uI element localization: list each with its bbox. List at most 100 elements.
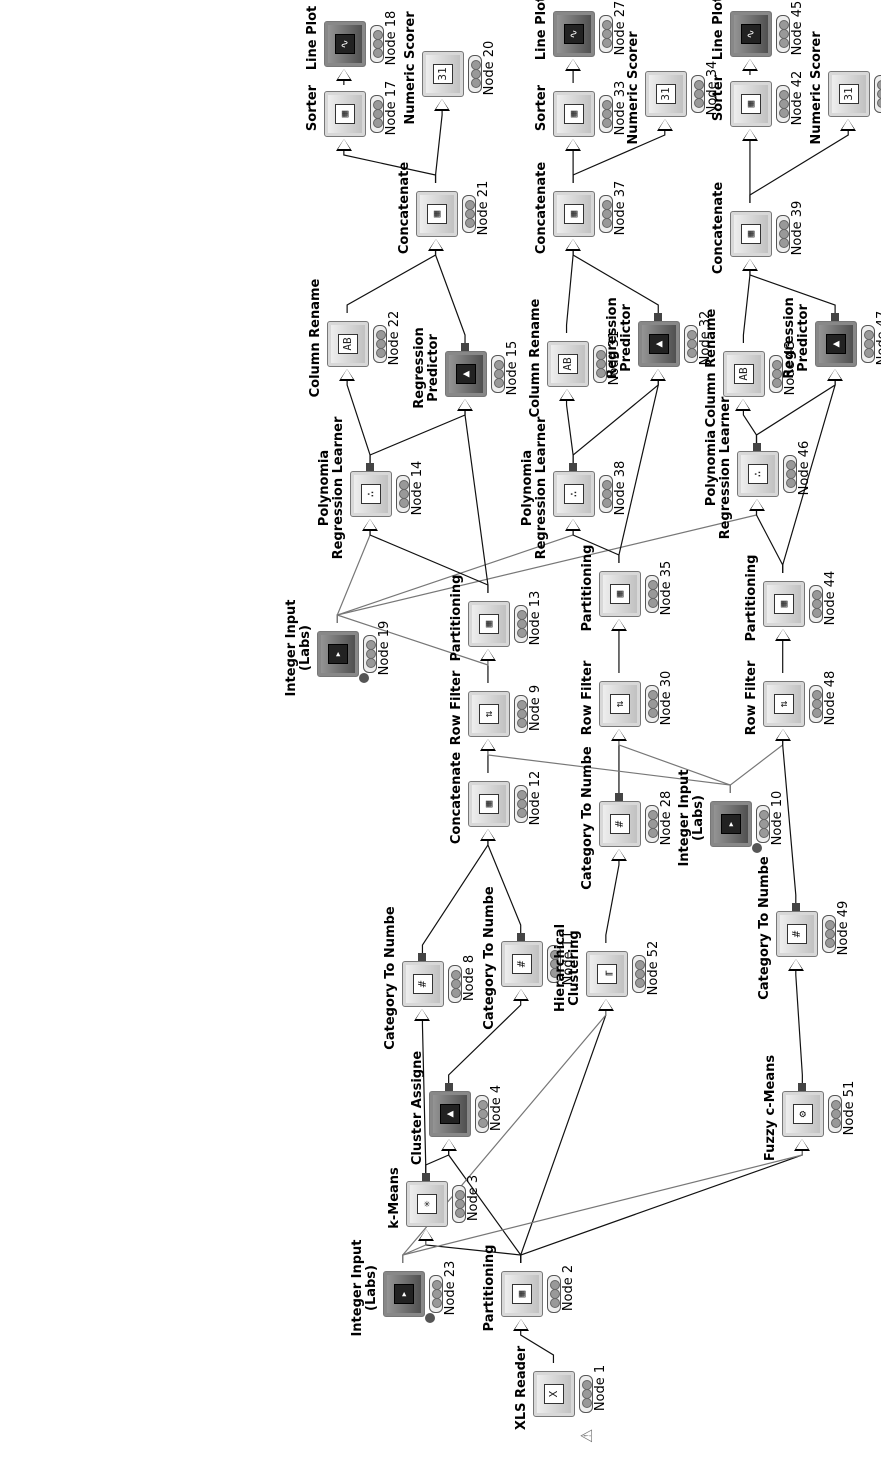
numeric-scorer-icon[interactable]: 31 — [422, 51, 465, 97]
connection-wire[interactable] — [572, 249, 659, 313]
model-output-port[interactable] — [654, 313, 663, 321]
workflow-node[interactable]: Fuzzy c-Means⚙Node 51 — [746, 1053, 857, 1163]
sorter-icon[interactable]: ▦ — [323, 91, 366, 137]
workflow-node[interactable]: Regression Predictor▲Node 15 — [409, 313, 520, 423]
numeric-scorer-icon[interactable]: 31 — [644, 71, 687, 117]
concatenate-icon[interactable]: ▦ — [415, 191, 458, 237]
workflow-node[interactable]: Line Plot∿Node 45 — [694, 0, 805, 83]
workflow-node[interactable]: Category To Numbe#Node 8 — [366, 906, 477, 1049]
integer-input-icon[interactable]: ▸ — [317, 631, 360, 677]
model-output-port[interactable] — [752, 443, 761, 451]
connection-wire[interactable] — [795, 969, 803, 1083]
partitioning-icon[interactable]: ▦ — [467, 601, 510, 647]
sorter-icon[interactable]: ▦ — [729, 81, 772, 127]
regression-predictor-icon[interactable]: ▲ — [445, 351, 488, 397]
workflow-node[interactable]: Cluster Assigne▲Node 4 — [393, 1051, 504, 1165]
concatenate-icon[interactable]: ▦ — [467, 781, 510, 827]
workflow-node[interactable]: Line Plot∿Node 18 — [288, 0, 399, 93]
model-output-port[interactable] — [366, 463, 375, 471]
workflow-node[interactable]: Integer Input (Labs)▸Node 19 — [281, 593, 392, 703]
connection-wire[interactable] — [421, 1019, 427, 1173]
cluster-assigner-icon[interactable]: ▲ — [428, 1091, 471, 1137]
connection-wire[interactable] — [434, 249, 466, 343]
column-rename-icon[interactable]: AB — [546, 341, 589, 387]
workflow-node[interactable]: Category To Numbe#Node 49 — [740, 856, 851, 999]
partitioning-icon[interactable]: ▦ — [762, 581, 805, 627]
model-output-port[interactable] — [516, 933, 525, 941]
k-means-icon[interactable]: ✳ — [405, 1181, 448, 1227]
workflow-node[interactable]: Polynomia Regression Learner∴Node 14 — [314, 417, 425, 560]
connection-wire[interactable] — [749, 269, 836, 313]
hierarchical-clustering-icon[interactable]: ╓ — [585, 951, 628, 997]
category-to-number-icon[interactable]: # — [598, 801, 641, 847]
concatenate-icon[interactable]: ▦ — [553, 191, 596, 237]
sorter-icon[interactable]: ▦ — [553, 91, 596, 137]
category-to-number-icon[interactable]: # — [500, 941, 543, 987]
model-output-port[interactable] — [798, 1083, 807, 1091]
regression-predictor-icon[interactable]: ▲ — [638, 321, 681, 367]
model-output-port[interactable] — [461, 343, 470, 351]
workflow-node[interactable]: Hierarchical Clustering╓Node 52 — [550, 913, 661, 1023]
model-output-port[interactable] — [444, 1083, 453, 1091]
workflow-node[interactable]: Concatenate▦Node 21 — [380, 153, 491, 263]
connection-wire[interactable] — [520, 1329, 555, 1363]
connection-wire[interactable] — [346, 379, 371, 463]
partitioning-icon[interactable]: ▦ — [500, 1271, 543, 1317]
row-filter-icon[interactable]: ⇅ — [762, 681, 805, 727]
model-output-port[interactable] — [418, 953, 427, 961]
line-plot-icon[interactable]: ∿ — [553, 11, 596, 57]
workflow-node[interactable]: Category To Numbe#Node 28 — [563, 746, 674, 889]
connection-wire[interactable] — [782, 739, 797, 903]
workflow-node[interactable]: Row Filter⇅Node 30 — [563, 643, 674, 753]
workflow-node[interactable]: Polynomia Regression Learner∴Node 38 — [517, 417, 628, 560]
xls-reader-icon[interactable]: X — [533, 1371, 576, 1417]
connection-wire[interactable] — [565, 399, 574, 463]
workflow-node[interactable]: Concatenate▦Node 37 — [517, 153, 628, 263]
workflow-node[interactable]: Row Filter⇅Node 48 — [727, 643, 838, 753]
polynomial-regression-learner-icon[interactable]: ∴ — [736, 451, 779, 497]
connection-wire[interactable] — [402, 1149, 803, 1263]
polynomial-regression-learner-icon[interactable]: ∴ — [350, 471, 393, 517]
partitioning-icon[interactable]: ▦ — [598, 571, 641, 617]
connection-wire[interactable] — [605, 859, 620, 943]
model-output-port[interactable] — [614, 793, 623, 801]
line-plot-icon[interactable]: ∿ — [323, 21, 366, 67]
workflow-node[interactable]: Partitioning▦Node 13 — [432, 563, 543, 673]
workflow-node[interactable]: Partitioning▦Node 2 — [465, 1233, 576, 1343]
connection-wire[interactable] — [434, 109, 443, 183]
model-output-port[interactable] — [791, 903, 800, 911]
regression-predictor-icon[interactable]: ▲ — [815, 321, 858, 367]
row-filter-icon[interactable]: ⇅ — [598, 681, 641, 727]
model-output-port[interactable] — [569, 463, 578, 471]
integer-input-icon[interactable]: ▸ — [710, 801, 753, 847]
category-to-number-icon[interactable]: # — [402, 961, 445, 1007]
column-rename-icon[interactable]: AB — [327, 321, 370, 367]
flow-variable-port[interactable] — [359, 673, 370, 683]
connection-wire[interactable] — [749, 129, 849, 203]
connection-wire[interactable] — [742, 409, 758, 443]
row-filter-icon[interactable]: ⇅ — [467, 691, 510, 737]
workflow-node[interactable]: Partitioning▦Node 44 — [727, 543, 838, 653]
fuzzy-c-means-icon[interactable]: ⚙ — [782, 1091, 825, 1137]
workflow-node[interactable]: Partitioning▦Node 35 — [563, 533, 674, 643]
flow-variable-port[interactable] — [424, 1313, 435, 1323]
line-plot-icon[interactable]: ∿ — [729, 11, 772, 57]
model-output-port[interactable] — [831, 313, 840, 321]
concatenate-icon[interactable]: ▦ — [729, 211, 772, 257]
column-rename-icon[interactable]: AB — [723, 351, 766, 397]
polynomial-regression-learner-icon[interactable]: ∴ — [553, 471, 596, 517]
flow-variable-port[interactable] — [752, 843, 763, 853]
connection-wire[interactable] — [487, 839, 522, 933]
connection-wire[interactable] — [572, 129, 666, 183]
connection-wire[interactable] — [520, 1009, 607, 1263]
connection-wire[interactable] — [448, 999, 522, 1083]
integer-input-icon[interactable]: ▸ — [382, 1271, 425, 1317]
category-to-number-icon[interactable]: # — [775, 911, 818, 957]
numeric-scorer-icon[interactable]: 31 — [828, 71, 871, 117]
